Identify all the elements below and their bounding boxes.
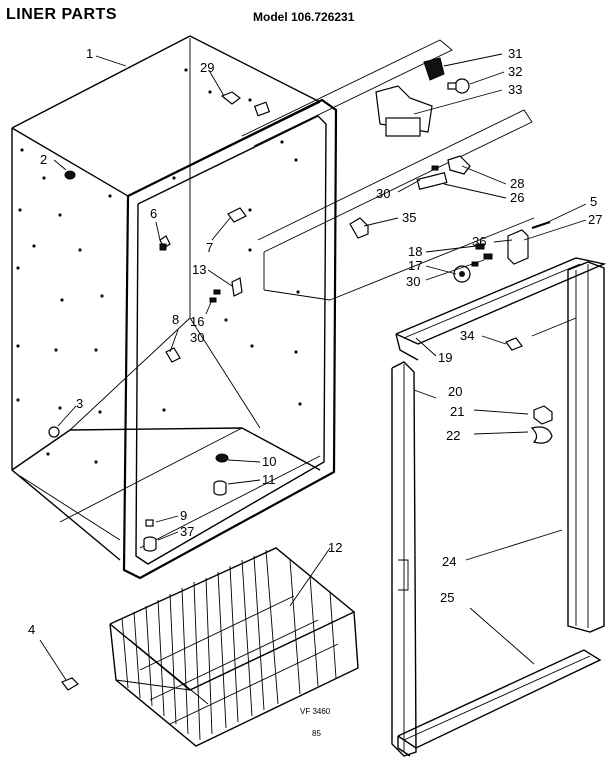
callout-numbers: 1 2 3 4 5 6 7 8 9 10 11 12 13 16 17 18 1… bbox=[28, 46, 602, 637]
callout-18: 18 bbox=[408, 244, 422, 259]
part-37-spacer bbox=[143, 536, 157, 552]
callout-30-top: 30 bbox=[376, 186, 390, 201]
part-28-actuator bbox=[431, 155, 471, 175]
part-32-bulb bbox=[447, 78, 470, 94]
diagram-title: LINER PARTS bbox=[6, 6, 117, 23]
part-33-light-shield bbox=[375, 85, 433, 137]
callout-26: 26 bbox=[510, 190, 524, 205]
part-8-bracket bbox=[165, 347, 181, 363]
part-11-spacer bbox=[213, 480, 227, 496]
part-6-bracket bbox=[159, 235, 171, 251]
callout-30-left: 30 bbox=[190, 330, 204, 345]
part-34-screw bbox=[505, 337, 523, 351]
callout-24: 24 bbox=[442, 554, 456, 569]
part-18-cam bbox=[453, 265, 471, 283]
part-20-left-rail bbox=[391, 361, 417, 757]
part-19-top-rail bbox=[395, 257, 607, 361]
callout-5: 5 bbox=[590, 194, 597, 209]
part-7-bracket bbox=[227, 207, 247, 223]
figure-code: VF 3460 bbox=[300, 707, 331, 716]
part-29-bracket bbox=[220, 91, 271, 117]
part-10-grommet bbox=[215, 453, 229, 463]
callout-20: 20 bbox=[448, 384, 462, 399]
callout-10: 10 bbox=[262, 454, 276, 469]
part-16-screw bbox=[209, 289, 221, 303]
part-25-bottom-rail bbox=[397, 649, 602, 757]
part-9-screw bbox=[145, 519, 154, 527]
callout-28: 28 bbox=[510, 176, 524, 191]
callout-25: 25 bbox=[440, 590, 454, 605]
callout-6: 6 bbox=[150, 206, 157, 221]
part-5-pin bbox=[531, 220, 551, 230]
part-21-bracket bbox=[533, 405, 553, 425]
part-31-socket bbox=[423, 57, 445, 81]
callout-33: 33 bbox=[508, 82, 522, 97]
callout-22: 22 bbox=[446, 428, 460, 443]
callout-29: 29 bbox=[200, 60, 214, 75]
callout-3: 3 bbox=[76, 396, 83, 411]
callout-13: 13 bbox=[192, 262, 206, 277]
model-number: Model 106.726231 bbox=[253, 10, 355, 24]
callout-12: 12 bbox=[328, 540, 342, 555]
part-3-plug bbox=[48, 426, 60, 438]
callout-4: 4 bbox=[28, 622, 35, 637]
callout-32: 32 bbox=[508, 64, 522, 79]
projection-lines bbox=[241, 39, 535, 301]
leader-lines bbox=[39, 53, 587, 681]
callout-17: 17 bbox=[408, 258, 422, 273]
callout-1: 1 bbox=[86, 46, 93, 61]
callout-16: 16 bbox=[190, 314, 204, 329]
part-35-clip bbox=[349, 217, 369, 239]
callout-36: 36 bbox=[472, 234, 486, 249]
callout-8: 8 bbox=[172, 312, 179, 327]
callout-21: 21 bbox=[450, 404, 464, 419]
part-36-hinge bbox=[475, 229, 529, 265]
part-26-switch bbox=[416, 172, 448, 190]
part-2-plug bbox=[64, 170, 76, 180]
callout-37: 37 bbox=[180, 524, 194, 539]
callout-34: 34 bbox=[460, 328, 474, 343]
callout-2: 2 bbox=[40, 152, 47, 167]
callout-9: 9 bbox=[180, 508, 187, 523]
callout-27: 27 bbox=[588, 212, 602, 227]
part-22-cap bbox=[530, 426, 553, 444]
liner-box bbox=[11, 35, 338, 580]
callout-31: 31 bbox=[508, 46, 522, 61]
part-4-foot bbox=[61, 677, 79, 691]
callout-7: 7 bbox=[206, 240, 213, 255]
callout-35: 35 bbox=[402, 210, 416, 225]
part-24-right-rail bbox=[567, 261, 605, 633]
page-code: 85 bbox=[312, 729, 321, 738]
part-13-bracket bbox=[231, 277, 243, 297]
callout-19: 19 bbox=[438, 350, 452, 365]
callout-30-hinge: 30 bbox=[406, 274, 420, 289]
wire-basket bbox=[109, 547, 359, 747]
callout-11: 11 bbox=[262, 472, 276, 487]
